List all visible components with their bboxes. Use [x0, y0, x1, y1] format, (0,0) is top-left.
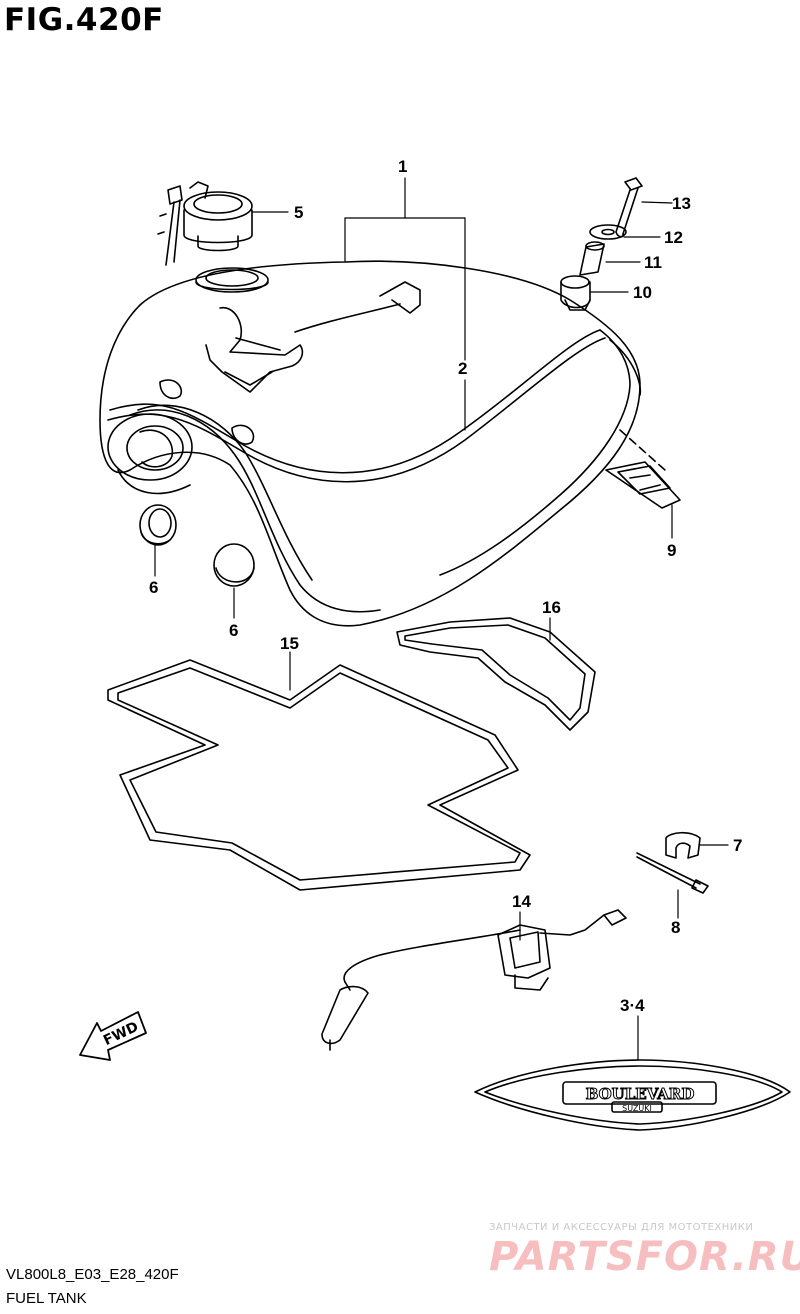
callout-6-upper: 6 — [149, 578, 159, 597]
boulevard-emblem — [474, 1059, 791, 1131]
callout-3-4: 3·4 — [620, 996, 645, 1015]
fuel-tank-body — [99, 260, 642, 627]
callout-15: 15 — [280, 634, 299, 653]
figure-title: FIG.420F — [4, 2, 164, 38]
fuel-cap-assembly — [157, 181, 253, 266]
tank-bracket — [605, 429, 681, 509]
callout-6-lower: 6 — [229, 621, 239, 640]
callout-leaders — [154, 177, 729, 1061]
callout-13: 13 — [672, 194, 691, 213]
watermark-tagline: ЗАПЧАСТИ И АКСЕССУАРЫ ДЛЯ МОТОТЕХНИКИ — [489, 1222, 754, 1233]
forward-direction-arrow — [79, 1011, 147, 1061]
figure-model-code: VL800L8_E03_E28_420F — [6, 1266, 179, 1283]
callout-7: 7 — [733, 836, 743, 855]
callout-14: 14 — [512, 892, 531, 911]
callout-2: 2 — [458, 359, 468, 378]
mounting-hardware-stack — [560, 177, 643, 311]
figure-name: FUEL TANK — [6, 1290, 87, 1307]
callout-12: 12 — [664, 228, 683, 247]
emblem-sub-text: SUZUKI — [622, 1104, 652, 1113]
rubber-cushion-upper — [139, 504, 177, 546]
emblem-brand-text: BOULEVARD — [586, 1085, 695, 1103]
cable-tie — [636, 852, 709, 894]
callout-10: 10 — [633, 283, 652, 302]
callout-11: 11 — [644, 253, 662, 272]
heat-insulator-panel — [107, 659, 531, 891]
callout-8: 8 — [671, 918, 681, 937]
watermark-logo: PARTSFOR.RU — [489, 1234, 800, 1280]
callout-16: 16 — [542, 598, 561, 617]
fuel-level-sender — [321, 909, 627, 1051]
harness-clamp — [665, 831, 701, 859]
callout-9: 9 — [667, 541, 677, 560]
seal-strip — [396, 617, 596, 731]
callout-5: 5 — [294, 203, 304, 222]
rubber-cushion-lower — [213, 543, 255, 587]
callout-1: 1 — [398, 157, 408, 176]
